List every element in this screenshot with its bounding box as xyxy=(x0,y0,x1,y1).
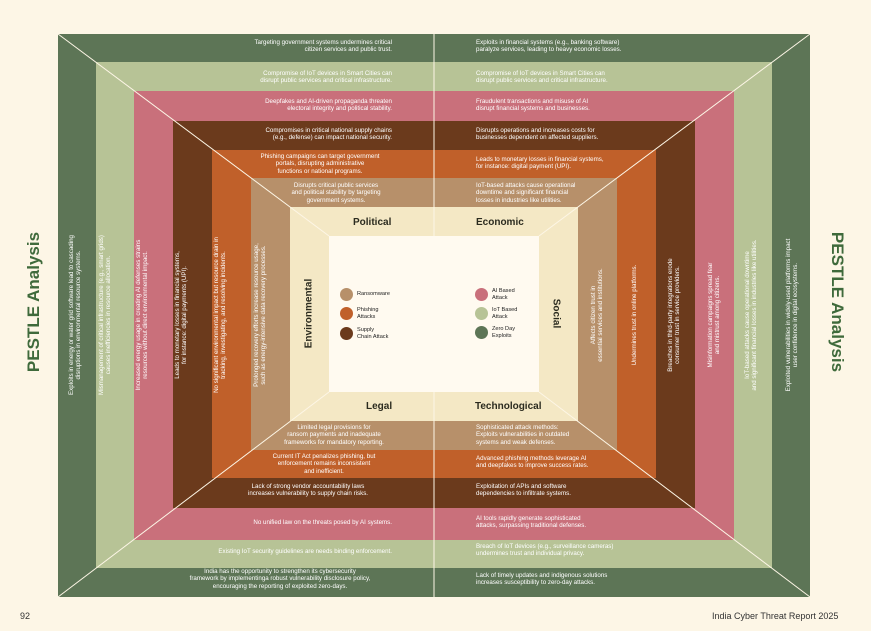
label-economic: Economic xyxy=(476,217,524,228)
label-legal: Legal xyxy=(366,401,393,412)
label-technological: Technological xyxy=(475,401,542,412)
page-number: 92 xyxy=(20,611,31,621)
bottom-l1-right: Breach of IoT devices (e.g., surveillanc… xyxy=(476,543,614,558)
legend-label-ransomware: Ransomware xyxy=(357,291,390,297)
right-l2: Misinformation campaigns spread fear and… xyxy=(706,262,721,368)
top-l5-left: Disrupts critical public services and po… xyxy=(291,182,381,204)
top-l4-left: Phishing campaigns can target government… xyxy=(260,153,380,175)
right-l3: Breaches in third-party integrations ero… xyxy=(666,258,681,372)
left-l5: Prolonged recovery efforts increase reso… xyxy=(252,243,267,387)
bottom-l3-right: Exploitation of APIs and software depend… xyxy=(476,483,571,498)
left-l4: No significant environmental impact but … xyxy=(212,237,227,393)
right-l0: Exploited vulnerabilities in widely-used… xyxy=(784,238,799,392)
top-l1-right: Compromise of IoT devices in Smart Citie… xyxy=(476,70,608,85)
bottom-l5-left: Limited legal provisions for ransom paym… xyxy=(284,424,384,446)
left-l3: Leads to monetary losses in financial sy… xyxy=(173,251,188,379)
legend-dot-ai xyxy=(475,288,488,301)
bottom-l2-left: No unified law on the threats posed by A… xyxy=(253,519,392,526)
legend-label-zero-day: Zero Day Exploits xyxy=(492,326,516,339)
top-l3-left: Compromises in critical national supply … xyxy=(265,127,392,142)
bottom-l1-left: Existing IoT security guidelines are nee… xyxy=(218,548,392,555)
bottom-l2-right: AI tools rapidly generate sophisticated … xyxy=(476,515,587,530)
legend-dot-ransomware xyxy=(340,288,353,301)
bottom-l0-right: Lack of timely updates and indigenous so… xyxy=(476,572,608,587)
legend-label-ai: AI Based Attack xyxy=(492,288,515,301)
left-l1: Mismanagement of critical infrastructure… xyxy=(97,235,112,395)
top-l2-right: Fraudulent transactions and misuse of AI… xyxy=(476,98,590,113)
label-social: Social xyxy=(550,298,562,329)
right-title: PESTLE Analysis xyxy=(828,231,847,373)
label-political: Political xyxy=(353,217,392,228)
legend-dot-zero-day xyxy=(475,326,488,339)
top-l5-right: IoT-based attacks cause operational down… xyxy=(476,182,576,204)
left-l2: Increased energy usage in creating AI de… xyxy=(134,239,149,391)
legend-label-phishing: Phishing Attacks xyxy=(357,307,379,320)
top-l0-right: Exploits in financial systems (e.g., ban… xyxy=(476,39,622,54)
right-l4: Undermines trust in online platforms. xyxy=(631,264,639,366)
top-l4-right: Leads to monetary losses in financial sy… xyxy=(476,156,604,171)
label-environmental: Environmental xyxy=(303,278,315,349)
bottom-l4-right: Advanced phishing methods leverage AI an… xyxy=(476,455,589,470)
top-l0-left: Targeting government systems undermines … xyxy=(254,39,392,54)
left-title: PESTLE Analysis xyxy=(24,231,43,373)
left-l0: Exploits in energy or water grid softwar… xyxy=(67,235,82,395)
legend-label-supply-chain: Supply Chain Attack xyxy=(357,327,389,340)
right-l5: Affects citizen trust in essential servi… xyxy=(589,268,604,362)
legend-dot-iot xyxy=(475,307,488,320)
legend-label-iot: IoT Based Attack xyxy=(492,307,518,320)
top-l3-right: Disrupts operations and increases costs … xyxy=(476,127,599,142)
legend-dot-phishing xyxy=(340,307,353,320)
bottom-l4-left: Current IT Act penalizes phishing, but e… xyxy=(272,453,376,475)
bottom-l5-right: Sophisticated attack methods: Exploits v… xyxy=(476,424,570,446)
right-l1: IoT-based attacks cause operational down… xyxy=(743,239,758,391)
center-box xyxy=(329,236,539,392)
top-l1-left: Compromise of IoT devices in Smart Citie… xyxy=(260,70,392,85)
report-title: India Cyber Threat Report 2025 xyxy=(712,611,839,621)
bottom-l3-left: Lack of strong vendor accountability law… xyxy=(247,483,369,498)
top-l2-left: Deepfakes and AI-driven propaganda threa… xyxy=(265,98,392,113)
bottom-l0-left: India has the opportunity to strengthen … xyxy=(189,568,371,590)
legend-dot-supply-chain xyxy=(340,327,353,340)
